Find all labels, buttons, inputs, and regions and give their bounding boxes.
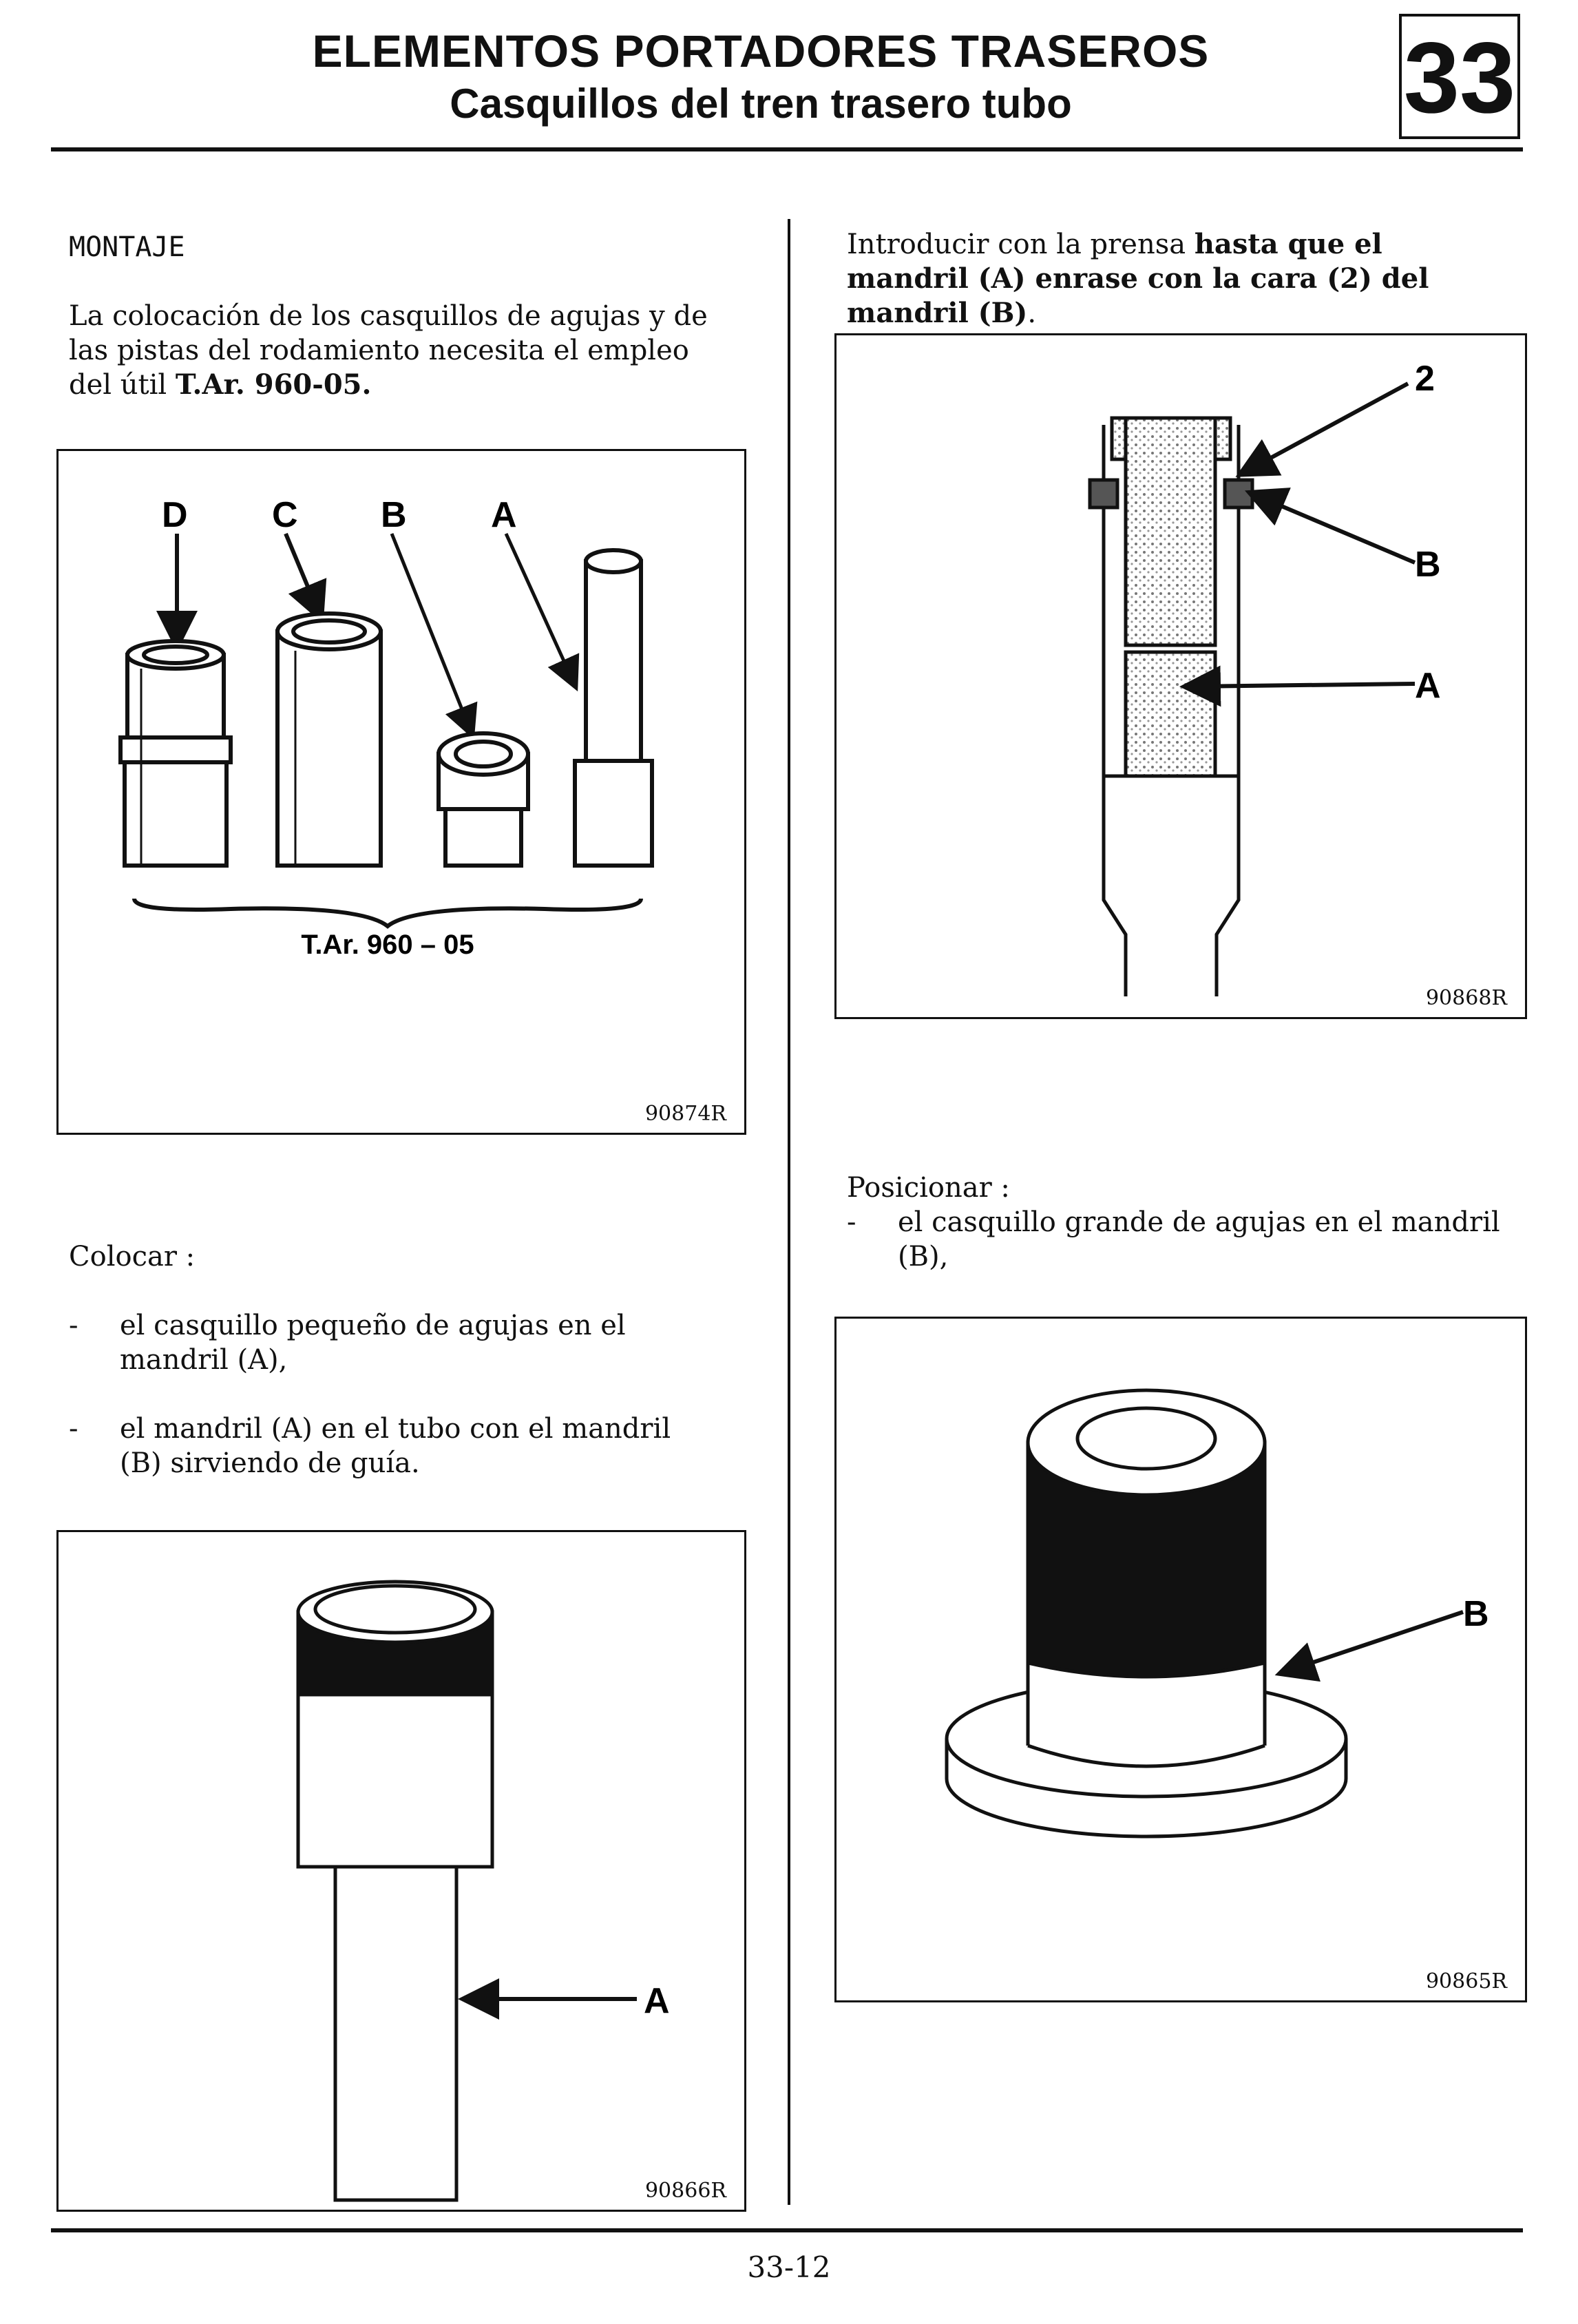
label-a: A	[491, 495, 517, 535]
colocar-heading: Colocar :	[69, 1241, 196, 1273]
press-section-illustration: 2 B A	[1088, 359, 1441, 996]
figure-bushing-on-mandrel-b: B 90865R	[834, 1317, 1527, 2002]
label-a: A	[644, 1981, 670, 2021]
intro-text: La colocación de los casquillos de aguja…	[69, 300, 708, 401]
press-instruction-end: .	[1027, 297, 1037, 329]
label-2: 2	[1415, 359, 1435, 399]
list-item-text: el casquillo grande de agujas en el mand…	[898, 1206, 1500, 1273]
footer-rule	[51, 2228, 1523, 2232]
figure-bushing-on-mandrel-a: A 90866R	[56, 1530, 746, 2212]
figure-press-section: 2 B A 90868R	[834, 333, 1527, 1019]
tool-set-brace	[132, 898, 643, 929]
chapter-number-box: 33	[1399, 14, 1520, 139]
press-instruction: Introducir con la prensa hasta que el ma…	[847, 227, 1501, 331]
figure-code: 90874R	[644, 1102, 726, 1126]
press-instruction-text: Introducir con la prensa	[847, 229, 1195, 260]
figure-tool-set: D C B A	[56, 449, 746, 1135]
label-d: D	[162, 495, 188, 535]
header-rule	[51, 147, 1523, 151]
page-number: 33-12	[747, 2250, 831, 2284]
label-a: A	[1415, 666, 1441, 706]
mandrel-a-icon	[573, 548, 654, 868]
document-title: ELEMENTOS PORTADORES TRASEROS	[312, 25, 1210, 76]
mandrel-b-icon	[945, 1388, 1348, 1839]
bushing-mandrel-a-illustration: A	[296, 1580, 670, 2202]
list-item: - el mandril (A) en el tubo con el mandr…	[69, 1412, 716, 1480]
mandrel-d-icon	[118, 639, 233, 868]
figure-code: 90868R	[1425, 986, 1507, 1010]
mandrel-a-icon	[296, 1580, 494, 2202]
press-instruction-emphasis: hasta que el mandril (A) enrase con la c…	[847, 228, 1429, 329]
section-heading-montaje: MONTAJE	[69, 231, 185, 263]
list-dash: -	[69, 1310, 78, 1341]
label-b: B	[1415, 545, 1441, 585]
figure-code: 90866R	[644, 2179, 726, 2203]
list-item: - el casquillo pequeño de agujas en el m…	[69, 1308, 716, 1377]
posicionar-list: - el casquillo grande de agujas en el ma…	[847, 1205, 1508, 1274]
list-item-text: el mandril (A) en el tubo con el mandril…	[120, 1413, 671, 1479]
label-b: B	[1463, 1594, 1489, 1634]
posicionar-heading: Posicionar :	[847, 1172, 1010, 1204]
mandrel-c-icon	[275, 611, 383, 868]
intro-paragraph: La colocación de los casquillos de aguja…	[69, 299, 709, 402]
list-dash: -	[69, 1413, 78, 1445]
list-item: - el casquillo grande de agujas en el ma…	[847, 1205, 1508, 1274]
list-item-text: el casquillo pequeño de agujas en el man…	[120, 1310, 626, 1376]
tube-section-icon	[1088, 416, 1254, 996]
tool-set-illustration: D C B A	[118, 495, 654, 960]
label-c: C	[272, 495, 298, 535]
label-b: B	[381, 495, 407, 535]
document-subtitle: Casquillos del tren trasero tubo	[450, 81, 1072, 127]
list-dash: -	[847, 1206, 856, 1238]
intro-tool-reference: T.Ar. 960-05.	[175, 368, 372, 401]
colocar-list: - el casquillo pequeño de agujas en el m…	[69, 1308, 716, 1480]
figure-code: 90865R	[1425, 1969, 1507, 1993]
column-divider	[788, 219, 790, 2205]
bushing-mandrel-b-illustration: B	[945, 1388, 1489, 1839]
mandrel-b-icon	[436, 731, 530, 868]
tool-set-caption: T.Ar. 960 – 05	[301, 930, 474, 960]
